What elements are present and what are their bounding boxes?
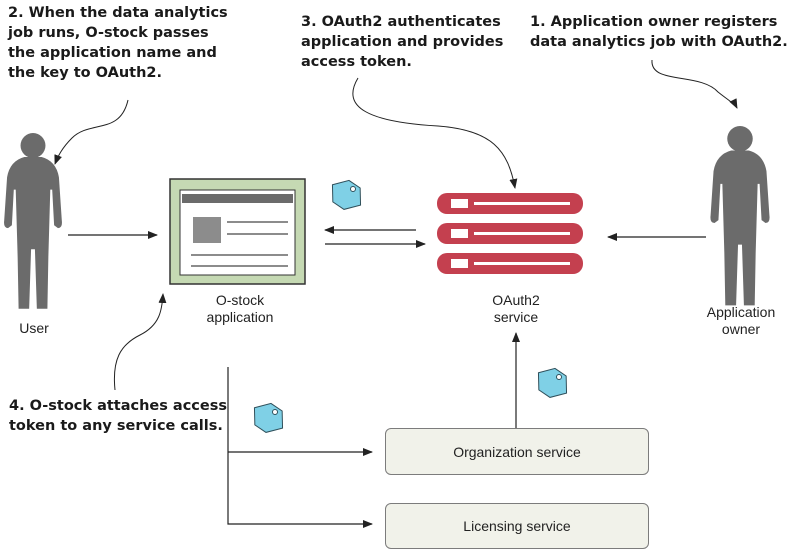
token-tag-icon — [535, 366, 570, 400]
step2-callout — [54, 99, 129, 165]
licensing-service-box: Licensing service — [385, 503, 649, 549]
app-owner-label: Application owner — [706, 304, 776, 337]
user-person-icon — [4, 133, 62, 309]
step2-annotation: 2. When the data analytics job runs, O-s… — [8, 5, 228, 81]
browser-window-icon — [169, 178, 306, 285]
user-label: User — [19, 320, 49, 336]
step3-annotation: 3. OAuth2 authenticates application and … — [301, 14, 504, 70]
step3-callout — [352, 77, 518, 189]
step4-annotation: 4. O-stock attaches access token to any … — [9, 398, 228, 434]
server-stack-icon — [437, 193, 583, 274]
app-owner-person-icon — [710, 126, 770, 306]
token-tag-icon — [251, 401, 286, 435]
oauth2-service-label: OAuth2 service — [492, 292, 540, 325]
step1-callout — [651, 59, 738, 109]
step1-annotation: 1. Application owner registers data anal… — [530, 14, 788, 50]
organization-service-box: Organization service — [385, 428, 649, 475]
ostock-app-label: O-stock application — [206, 292, 274, 325]
organization-service-label: Organization service — [453, 443, 581, 460]
token-tag-icon — [329, 178, 364, 212]
licensing-service-label: Licensing service — [463, 518, 571, 534]
app-to-services-connector — [227, 367, 373, 528]
step4-callout — [113, 293, 167, 391]
